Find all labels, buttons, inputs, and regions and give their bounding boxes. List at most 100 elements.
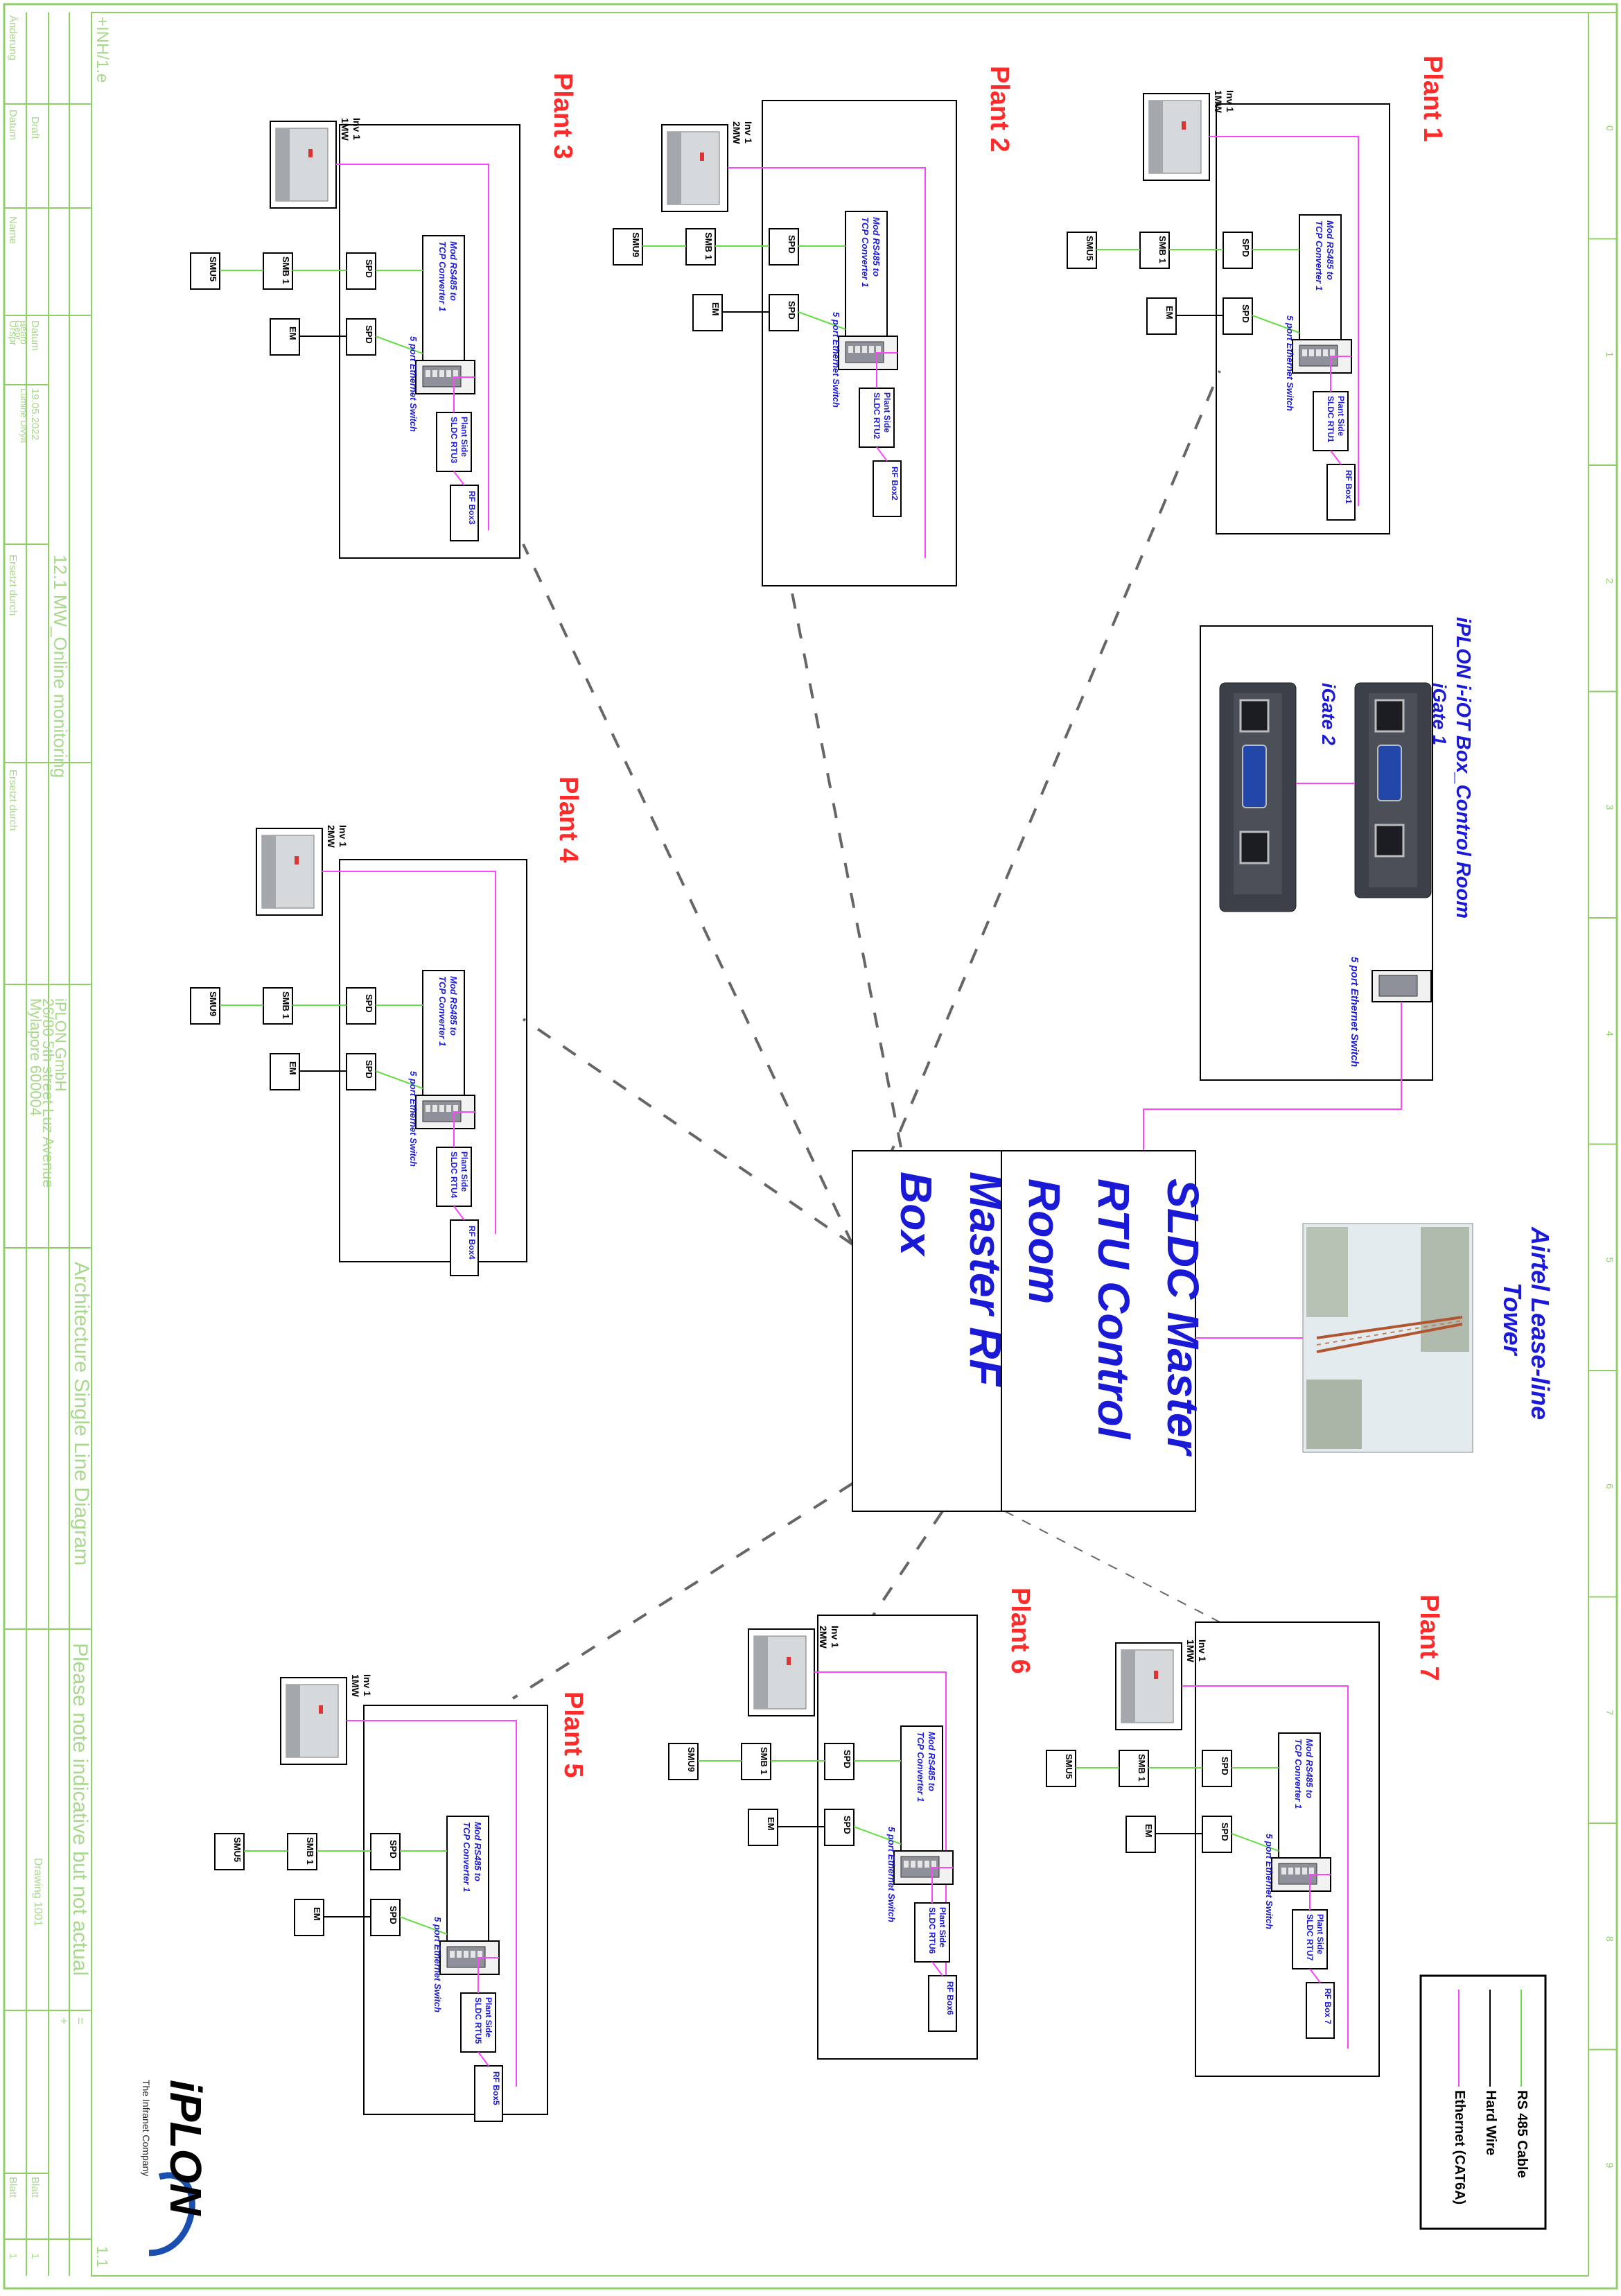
drawing-number: Drawing 1001 — [32, 1858, 44, 1927]
em-box — [692, 294, 723, 331]
border-number: 4 — [1604, 1031, 1615, 1036]
rtu-box — [1292, 1909, 1328, 1969]
ethernet-line — [876, 446, 888, 462]
plant-enclosure — [1216, 103, 1390, 534]
spd-box-2 — [1223, 297, 1253, 335]
switch-label: 5 port Ethernet Switch — [408, 336, 419, 432]
spd-label: SPD — [1241, 238, 1251, 257]
plant-title: Plant 3 — [548, 73, 577, 159]
rtu-box — [859, 388, 895, 448]
title-block: Änderung Datum Name Urspr Ersetzt durch … — [4, 12, 211, 2276]
logo-wordmark: iPLON — [161, 2080, 211, 2216]
rf-box-label: RF Box5 — [491, 2071, 501, 2105]
control-room-switch: 5 port Ethernet Switch — [1349, 957, 1432, 1067]
plant-title: Plant 1 — [1418, 55, 1447, 142]
smb-label: SMB 1 — [703, 232, 714, 260]
border-number: 0 — [1604, 125, 1615, 131]
master-line-3: Room — [1019, 1179, 1069, 1304]
drawing-note: Please note indicative but not actual — [69, 1643, 91, 1976]
spd-box-2 — [370, 1899, 401, 1936]
label-blatt: Blatt — [7, 2177, 19, 2198]
spd-label-2: SPD — [388, 1906, 398, 1924]
em-box — [294, 1899, 324, 1936]
spd-box — [370, 1833, 401, 1870]
igate-1: iGate 1 — [1354, 682, 1450, 898]
drawing-title: Architecture Single Line Diagram — [70, 1262, 93, 1566]
smb-box — [263, 252, 293, 290]
rf-links — [511, 370, 1221, 1700]
rf-link-plant1 — [851, 370, 1221, 1245]
converter-label: Mod RS485 toTCP Converter 1 — [437, 241, 459, 311]
rf-box-label: RF Box2 — [890, 467, 900, 501]
master-line-2: RTU Control — [1089, 1179, 1139, 1440]
inverter-icon — [270, 121, 337, 209]
legend-hardwire-label: Hard Wire — [1483, 2090, 1498, 2155]
tower-line-1: Airtel Lease-line — [1526, 1226, 1554, 1420]
ethernet-line — [322, 871, 496, 1234]
converter-label: Mod RS485 toTCP Converter 1 — [1293, 1739, 1315, 1809]
legend-ethernet-label: Ethernet (CAT6A) — [1452, 2090, 1467, 2204]
ethernet-line — [931, 1961, 943, 1976]
em-box — [270, 1053, 300, 1090]
converter-box — [422, 970, 465, 1096]
ethernet-line — [477, 2051, 489, 2067]
spd-label: SPD — [388, 1840, 398, 1859]
document-code: +INH/1.e — [93, 17, 112, 82]
rf-link-plant3 — [522, 543, 854, 1245]
spd-box-2 — [1202, 1816, 1232, 1853]
label-ersetzt-2: Ersetzt durch — [7, 769, 19, 830]
label-one: 1 — [7, 2253, 19, 2259]
master-line-5: Box — [891, 1172, 941, 1257]
spd-label-2: SPD — [364, 325, 374, 344]
smu-label: SMU5 — [232, 1837, 243, 1862]
ethernet-line — [1330, 356, 1351, 392]
converter-label: Mod RS485 toTCP Converter 1 — [1314, 220, 1335, 290]
em-box — [270, 318, 300, 356]
rtu-label: Plant SideSLDC RTU7 — [1305, 1914, 1325, 1961]
ethernet-line — [1309, 1874, 1331, 1910]
ethernet-line — [931, 1867, 953, 1903]
rf-box-label: RF Box 7 — [1323, 1988, 1333, 2024]
label-one-2: 1 — [29, 2253, 41, 2259]
ethernet-line — [728, 167, 926, 558]
inverter-icon — [661, 124, 728, 212]
ethernet-line — [1309, 1968, 1321, 1983]
airtel-tower: Airtel Lease-line Tower — [1195, 1223, 1554, 1453]
eq-sign: = — [73, 2017, 87, 2025]
em-label: EM — [766, 1817, 776, 1831]
plant-title: Plant 4 — [554, 776, 583, 863]
inverter-icon — [1115, 1642, 1182, 1730]
smb-label: SMB 1 — [1137, 1754, 1147, 1782]
legend-rs485-label: RS 485 Cable — [1514, 2090, 1530, 2178]
ethernet-line — [336, 164, 489, 530]
smu-label: SMU9 — [686, 1747, 696, 1772]
converter-label: Mod RS485 toTCP Converter 1 — [860, 217, 882, 287]
label-ersetzt: Ersetzt durch — [7, 555, 19, 616]
smu-label: SMU9 — [208, 991, 218, 1016]
spd-label-2: SPD — [1241, 304, 1251, 323]
spd-label-2: SPD — [842, 1816, 852, 1834]
rf-box — [1326, 464, 1356, 521]
plant-enclosure — [363, 1705, 548, 2115]
spd-label: SPD — [1220, 1757, 1230, 1775]
em-label: EM — [1144, 1824, 1154, 1838]
switch-label: 5 port Ethernet Switch — [408, 1071, 419, 1167]
inverter-icon — [280, 1677, 347, 1765]
ethernet-line — [347, 1720, 517, 2087]
spd-label-2: SPD — [787, 301, 797, 320]
border-number: 1 — [1604, 352, 1615, 358]
ethernet-line — [453, 1206, 465, 1221]
plus-sign: + — [57, 2017, 71, 2025]
ethernet-line — [453, 471, 465, 486]
iplon-logo: iPLON The Infranet Company — [141, 2080, 211, 2256]
spd-label: SPD — [842, 1750, 852, 1768]
converter-box — [900, 1725, 943, 1852]
em-label: EM — [288, 1061, 298, 1075]
converter-label: Mod RS485 toTCP Converter 1 — [915, 1732, 937, 1802]
address-line-2: Mylapore 600004 — [27, 998, 44, 1116]
switch-label: 5 port Ethernet Switch — [886, 1827, 897, 1922]
